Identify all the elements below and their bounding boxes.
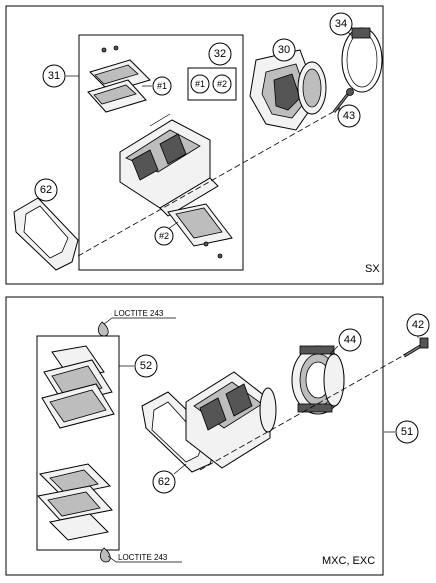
- intake-flange-44: [291, 345, 345, 415]
- screw-42: [403, 337, 429, 358]
- svg-text:30: 30: [278, 44, 290, 56]
- reed-block-bottom: [185, 371, 277, 469]
- loctite-note-top: LOCTITE 243: [114, 309, 164, 318]
- svg-text:62: 62: [40, 184, 52, 196]
- gasket-62-top: [13, 197, 79, 271]
- svg-text:32: 32: [214, 48, 226, 60]
- callout-62-bottom: 62: [152, 470, 176, 494]
- callout-42: 42: [406, 313, 430, 337]
- callout-32-group: 32 #1 #2: [187, 42, 237, 101]
- callout-62-top: 62: [34, 178, 58, 202]
- callout-52: 52: [134, 354, 158, 378]
- reed-petal-lower: [167, 203, 233, 259]
- svg-text:#2: #2: [159, 231, 169, 241]
- screw-43: [332, 88, 354, 113]
- reed-block: [119, 113, 219, 217]
- callout-43: 43: [337, 104, 361, 128]
- callout-31: 31: [42, 64, 66, 88]
- loctite-drop-bottom: [100, 547, 111, 563]
- top-panel-frame: [5, 5, 384, 285]
- hose-clamp-34: [341, 27, 383, 93]
- callout-44: 44: [338, 328, 362, 352]
- reed-plates-52: [37, 345, 115, 541]
- svg-text:51: 51: [401, 426, 413, 438]
- loctite-note-bottom: LOCTITE 243: [118, 553, 168, 562]
- model-label-sx: SX: [365, 263, 380, 275]
- svg-text:34: 34: [335, 18, 347, 30]
- callout-30: 30: [272, 38, 296, 62]
- reed-assembly-box: [78, 34, 244, 271]
- svg-text:#1: #1: [157, 81, 167, 91]
- callout-hash1-reed: #1: [152, 76, 172, 96]
- svg-text:#1: #1: [195, 79, 205, 89]
- loctite-drop-top: [98, 321, 109, 337]
- model-label-mxc-exc: MXC, EXC: [322, 555, 375, 567]
- svg-text:#2: #2: [217, 79, 227, 89]
- svg-text:31: 31: [48, 70, 60, 82]
- svg-text:42: 42: [412, 319, 424, 331]
- svg-text:62: 62: [158, 476, 170, 488]
- assembly-line-top: [77, 107, 341, 257]
- callout-hash2-reed: #2: [154, 226, 174, 246]
- svg-text:52: 52: [140, 360, 152, 372]
- svg-text:44: 44: [344, 334, 356, 346]
- reed-set-box-52: [36, 335, 120, 551]
- callout-51: 51: [395, 420, 419, 444]
- bottom-panel-frame: [5, 296, 384, 576]
- intake-flange-30: [249, 49, 327, 131]
- callout-34: 34: [329, 12, 353, 36]
- assembly-line-bottom: [199, 353, 407, 471]
- reed-petal-upper: [87, 45, 151, 113]
- svg-text:43: 43: [343, 110, 355, 122]
